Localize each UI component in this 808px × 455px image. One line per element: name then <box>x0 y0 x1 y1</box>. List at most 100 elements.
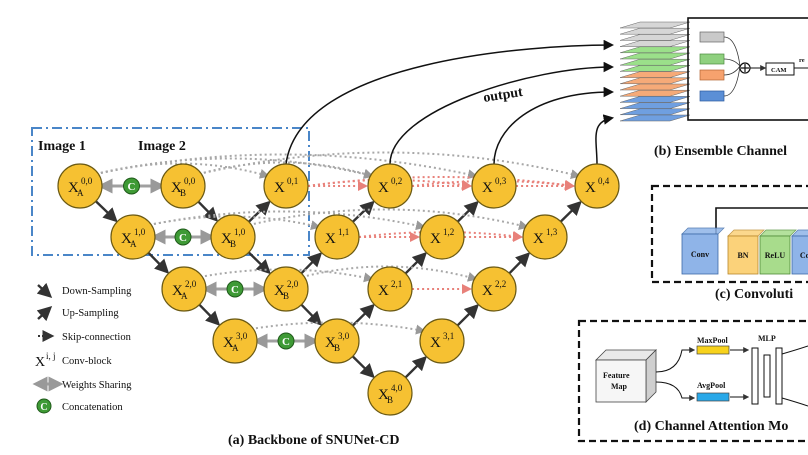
node-subscript: B <box>387 395 393 405</box>
conv-layer-label: ReLU <box>765 251 786 260</box>
sampling-arrow <box>300 303 323 326</box>
node-superscript: 0,2 <box>391 176 402 186</box>
node-superscript: 1,1 <box>338 227 349 237</box>
node-label: X <box>121 231 132 247</box>
node-superscript: 0,4 <box>598 176 610 186</box>
node-subscript: A <box>130 239 137 249</box>
node-subscript: A <box>181 291 188 301</box>
skip-connection-arrow <box>95 153 478 180</box>
conv-layer-block: Conv <box>681 227 725 275</box>
legend-item: Up-Sampling <box>36 306 119 322</box>
cam-box <box>765 62 795 76</box>
node-label: X <box>325 335 336 351</box>
node-superscript: 4,0 <box>391 383 403 393</box>
node-superscript: 2,0 <box>185 279 197 289</box>
legend-item: Down-Sampling <box>36 282 132 298</box>
conv-layer-block: BN <box>727 229 765 275</box>
node-superscript: 0,0 <box>81 176 93 186</box>
node-label: X <box>172 283 183 299</box>
stacked-feature-maps <box>619 21 691 122</box>
mlp-layer-3 <box>775 347 783 405</box>
feature-map-slice <box>619 96 691 103</box>
cam-panel: Feature Map MaxPool AvgPool MLP <box>577 319 808 443</box>
conv-layer-label: Conv <box>691 250 709 259</box>
output-curves <box>285 39 615 165</box>
sampling-arrow <box>352 200 375 223</box>
feature-map-line1: Feature <box>603 371 630 380</box>
sampling-arrow <box>456 200 479 223</box>
node-label: X <box>68 180 79 196</box>
conv-layer-label: Con <box>800 251 808 260</box>
sampling-arrow <box>147 251 170 274</box>
sampling-arrow <box>300 252 323 275</box>
feature-map-line2: Map <box>611 382 628 391</box>
mlp-layer-1 <box>751 347 759 405</box>
conv-layer-label: BN <box>737 251 748 260</box>
feature-map-slice <box>619 65 691 72</box>
conv-layer-block: Con <box>791 229 808 275</box>
node-label: X <box>482 283 493 299</box>
node-superscript: 2,2 <box>495 279 506 289</box>
sampling-arrow <box>559 200 582 223</box>
sampling-arrow <box>351 355 375 379</box>
ens-blue-block <box>699 90 725 102</box>
node-label: X <box>533 231 544 247</box>
conv-block-node: XB4,0 <box>367 370 413 416</box>
conv-block-icon: X <box>35 355 45 370</box>
feature-map-slice <box>619 40 691 47</box>
legend: Down-SamplingUp-SamplingSkip-connectionX… <box>32 282 132 414</box>
feature-map-slice <box>619 102 691 109</box>
mlp-label: MLP <box>758 334 776 343</box>
conv-block-superscript: i, j <box>46 351 56 361</box>
node-subscript: B <box>283 291 289 301</box>
feature-map-slice <box>619 21 691 29</box>
ens-gray-block <box>699 31 725 43</box>
output-arrow <box>285 39 615 165</box>
feature-map-cube: Feature Map <box>595 349 657 403</box>
skip-connection-arrow <box>198 161 374 179</box>
node-superscript: 0,0 <box>184 176 196 186</box>
node-label: X <box>378 283 389 299</box>
node-subscript: A <box>232 343 239 353</box>
input-region-box <box>31 127 310 256</box>
concat-circle-icon <box>36 398 52 414</box>
node-label: X <box>171 180 182 196</box>
avgpool-label: AvgPool <box>697 381 726 390</box>
feature-map-slice <box>619 46 691 54</box>
node-label: X <box>430 335 441 351</box>
node-superscript: 3,1 <box>443 331 454 341</box>
feature-map-slice <box>619 108 691 116</box>
output-arrow <box>389 61 615 165</box>
concat-label: C <box>179 232 187 244</box>
concat-label: C <box>231 284 239 296</box>
conv-block-node: XB2,0 <box>263 266 309 312</box>
node-superscript: 1,2 <box>443 227 454 237</box>
concat-markers: C C C C <box>123 177 295 350</box>
node-label: X <box>221 231 232 247</box>
node-subscript: B <box>230 239 236 249</box>
node-superscript: 2,0 <box>287 279 299 289</box>
conv-block-node: XB3,0 <box>314 318 360 364</box>
node-superscript: 0,3 <box>495 176 507 186</box>
node-label: X <box>585 180 596 196</box>
maxpool-bar <box>696 345 730 355</box>
feature-map-slice <box>619 114 691 122</box>
sampling-arrow <box>198 303 221 326</box>
output-arrow <box>595 114 615 165</box>
conv-block-node: XA0,0 <box>57 163 103 209</box>
ens-orange-block <box>699 69 725 81</box>
concat-icon: C <box>123 177 140 195</box>
sampling-arrow <box>456 303 480 327</box>
node-label: X <box>378 180 389 196</box>
legend-label: Up-Sampling <box>62 308 119 319</box>
concat-icon: C <box>277 332 295 350</box>
sampling-arrow <box>404 251 428 275</box>
